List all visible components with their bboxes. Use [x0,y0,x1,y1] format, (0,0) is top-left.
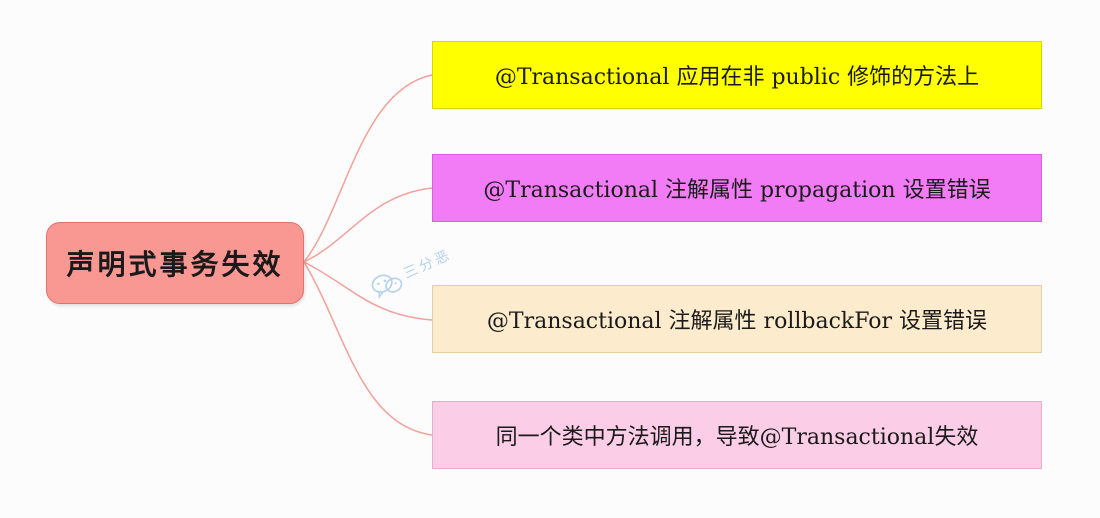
branch-node-label: 同一个类中方法调用，导致@Transactional失效 [495,425,979,450]
connector-4 [303,261,433,436]
connector-2 [303,187,433,263]
watermark: 三分恶 [355,216,480,316]
branch-node-1[interactable]: @Transactional 应用在非 public 修饰的方法上 [432,41,1042,109]
root-node-label: 声明式事务失效 [66,248,284,281]
branch-node-3[interactable]: @Transactional 注解属性 rollbackFor 设置错误 [432,285,1042,353]
branch-node-2[interactable]: @Transactional 注解属性 propagation 设置错误 [432,154,1042,222]
branch-node-label: @Transactional 注解属性 propagation 设置错误 [483,178,991,203]
watermark-text: 三分恶 [401,246,455,283]
connector-3 [303,261,433,321]
branch-node-4[interactable]: 同一个类中方法调用，导致@Transactional失效 [432,401,1042,469]
branch-node-label: @Transactional 应用在非 public 修饰的方法上 [494,65,980,90]
root-node[interactable]: 声明式事务失效 [46,222,304,304]
connector-1 [303,74,433,263]
branch-node-label: @Transactional 注解属性 rollbackFor 设置错误 [486,309,988,334]
wechat-icon [371,274,403,300]
